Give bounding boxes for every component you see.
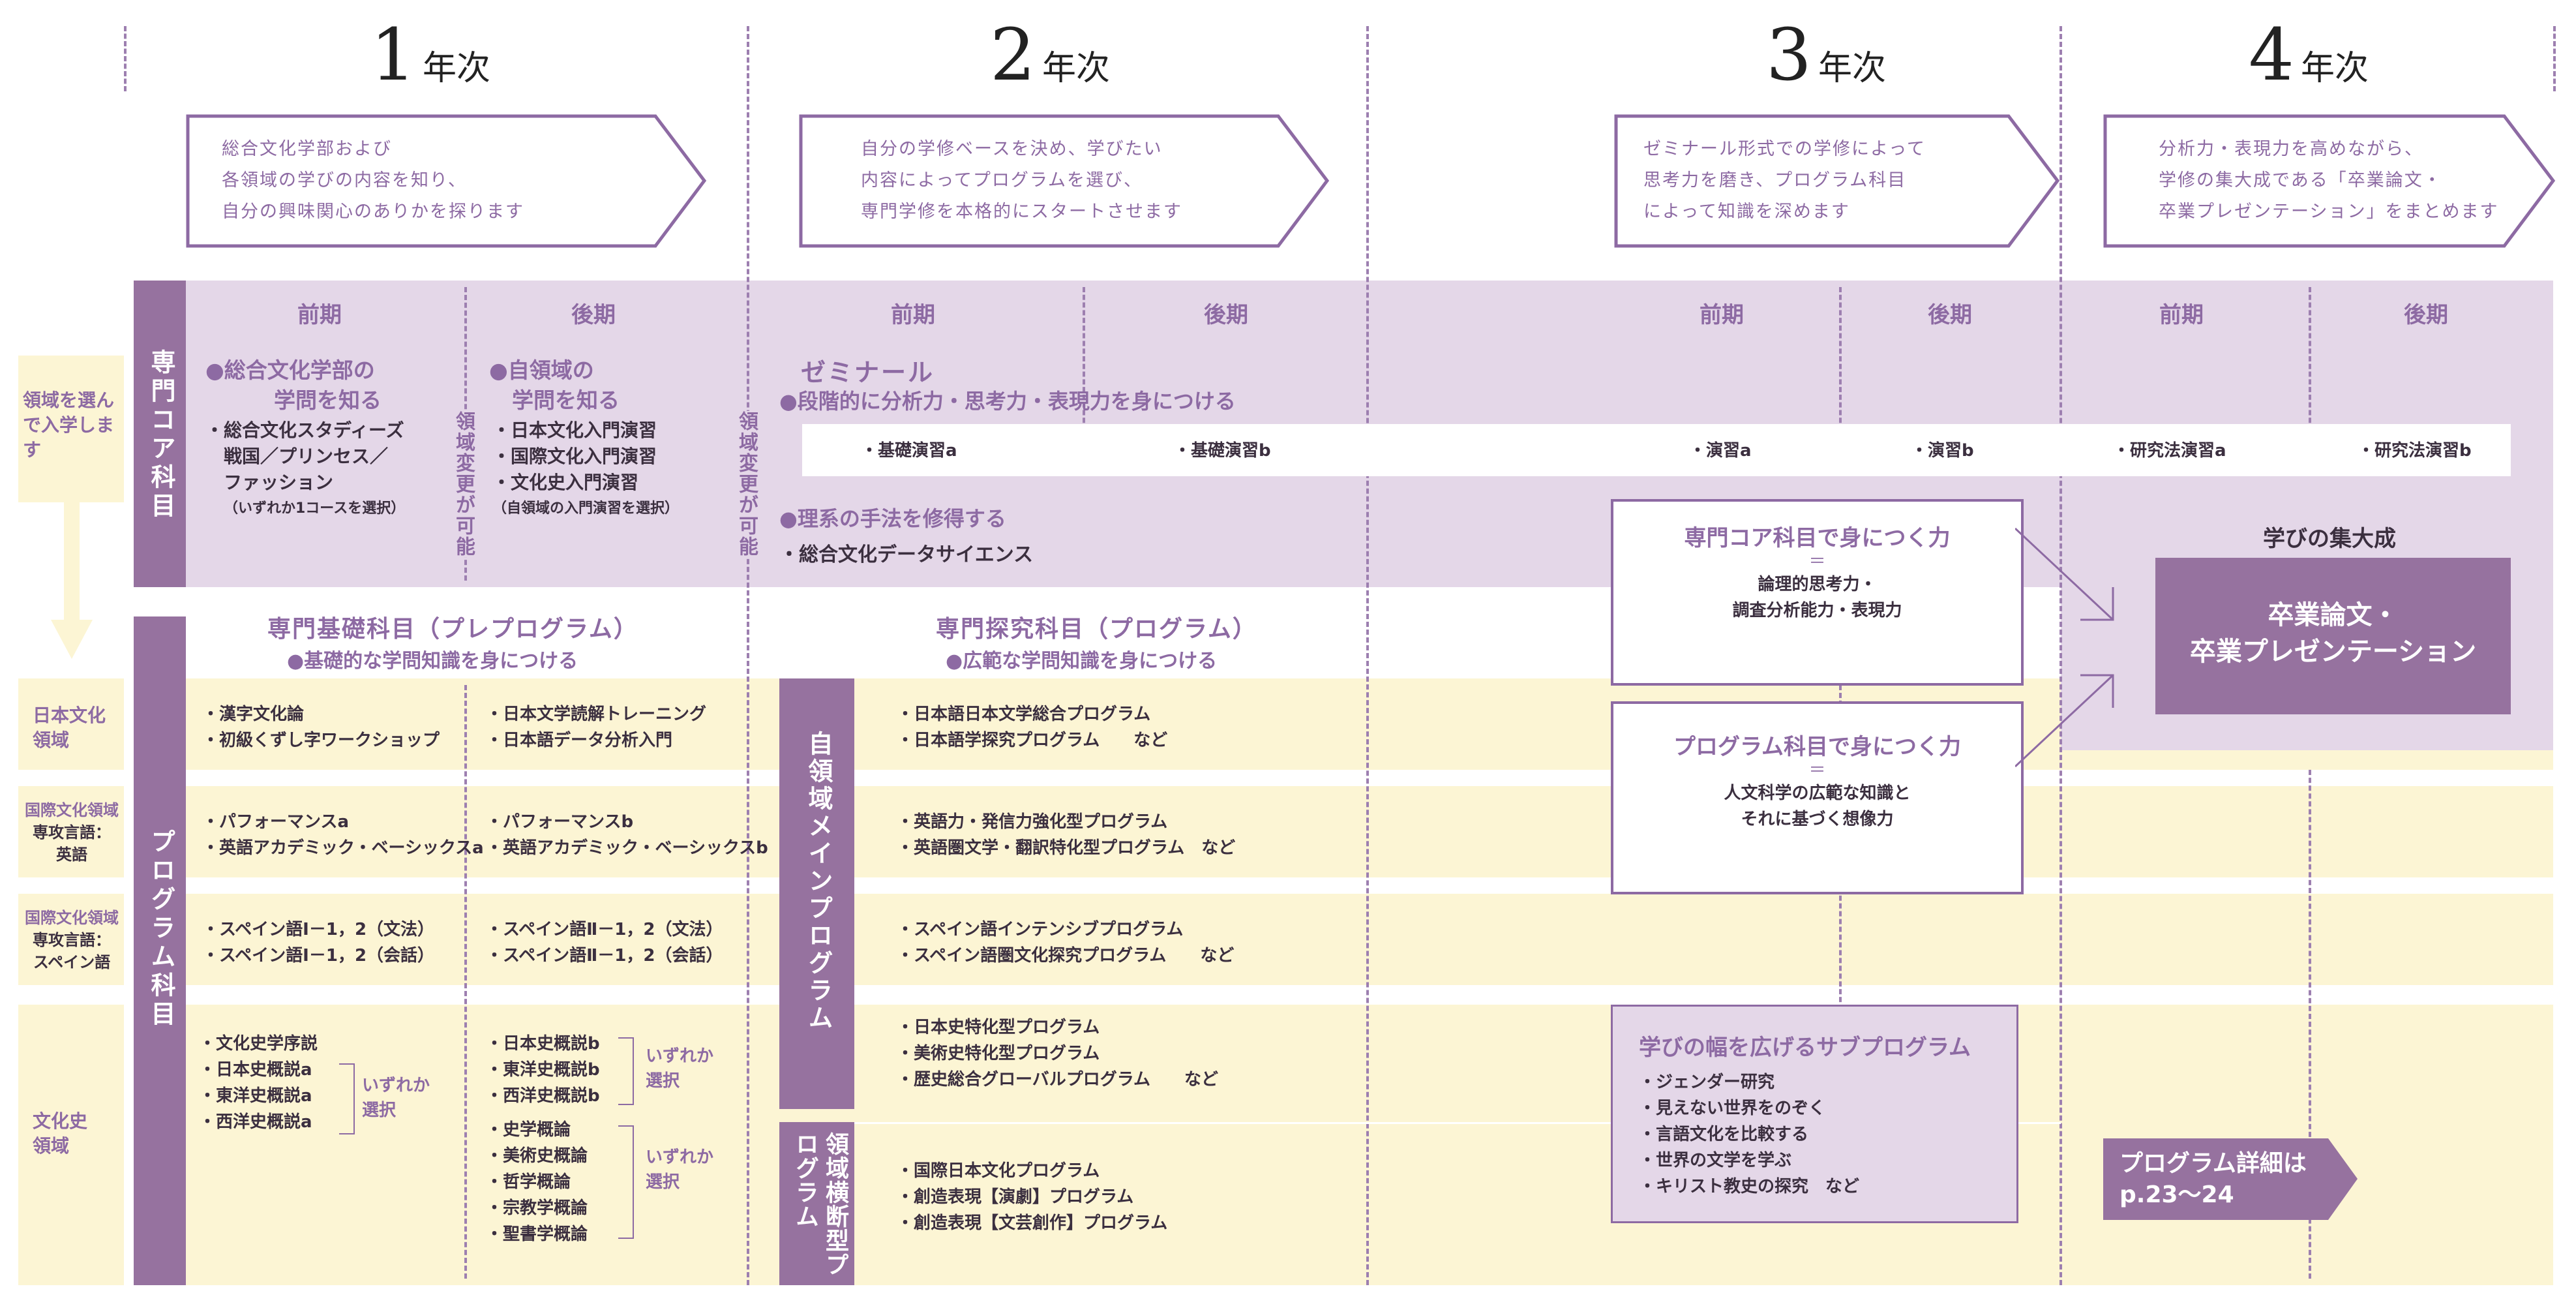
japanese-first-items: ・漢字文化論・初級くずし字ワークショップ: [202, 705, 440, 750]
program-power-box: プログラム科目で身につく力 ＝ 人文科学の広範な知識と それに基づく想像力: [1611, 701, 2024, 894]
term-divider: [1839, 287, 1842, 431]
row-label-bg-japanese: [18, 678, 124, 770]
year1-desc-arrow: 総合文化学部および各領域の学びの内容を知り、自分の興味関心のありかを探ります: [186, 114, 708, 248]
culmination-heading: 学びの集大成: [2263, 526, 2396, 552]
pre-program-sub: ●基礎的な学問知識を身につける: [287, 650, 578, 673]
divider-line: [2059, 26, 2062, 1285]
term-divider: [2309, 287, 2311, 431]
row-bg-english: [186, 786, 2553, 877]
seminar-basic-a: ・基礎演習a: [861, 441, 957, 461]
left-note-bg: [18, 356, 124, 502]
row-label-spanish: 国際文化領域 専攻言語： スペイン語: [25, 909, 119, 971]
culmination-box: 卒業論文・ 卒業プレゼンテーション: [2155, 558, 2511, 714]
term-label: 後期: [1204, 302, 1248, 328]
seminar-bar: [802, 424, 2511, 476]
core-label: 専門コア科目: [147, 349, 175, 521]
cross-program-label: 領域横断型プログラム: [792, 1132, 848, 1277]
seminar-a: ・演習a: [1689, 441, 1752, 461]
cross-program-label-wrap: 領域横断型プログラム: [788, 1132, 850, 1279]
either-bracket-3: [618, 1125, 634, 1239]
seminar-title: ゼミナール: [801, 358, 935, 387]
seminar-basic-b: ・基礎演習b: [1174, 441, 1271, 461]
term-label: 前期: [1700, 302, 1744, 328]
down-arrow-icon: [51, 502, 93, 659]
row-label-bg-english: [18, 786, 124, 877]
either-bracket-2: [618, 1037, 634, 1105]
row-label-english: 国際文化領域 専攻言語： 英語: [25, 801, 119, 864]
term-label: 前期: [297, 302, 342, 328]
term-label: 前期: [891, 302, 935, 328]
science-title: ●理系の手法を修得する: [779, 506, 1006, 531]
term-label: 後期: [571, 302, 616, 328]
english-first-items: ・パフォーマンスa・英語アカデミック・ベーシックスa: [202, 812, 484, 858]
row-bg-spanish: [186, 894, 2553, 985]
japanese-programs: ・日本語日本文学総合プログラム・日本語学探究プログラム など: [897, 705, 1168, 750]
y1-first-title: ●総合文化学部の 学問を知る: [205, 357, 382, 413]
either-choice-2: いずれか選択: [646, 1046, 714, 1091]
english-second-items: ・パフォーマンスb・英語アカデミック・ベーシックスb: [486, 812, 768, 858]
row-bg-japanese-y4: [2061, 750, 2553, 770]
connector-arrows: [2015, 527, 2114, 768]
research-seminar-a: ・研究法演習a: [2113, 441, 2226, 461]
row-label-bg-spanish: [18, 894, 124, 985]
pre-program-title: 専門基礎科目（プレプログラム）: [267, 616, 638, 643]
term-label: 前期: [2159, 302, 2204, 328]
core-power-box: 専門コア科目で身につく力 ＝ 論理的思考力・ 調査分析能力・表現力: [1611, 499, 2024, 686]
divider-line: [1366, 26, 1369, 1285]
history-second-a-items: ・日本史概説b・東洋史概説b・西洋史概説b: [486, 1034, 600, 1106]
y1-second-items: ・日本文化入門演習 ・国際文化入門演習 ・文化史入門演習 （自領域の入門演習を選…: [492, 419, 680, 517]
divider-line: [2553, 26, 2556, 91]
year4-desc-arrow: 分析力・表現力を高めながら、学修の集大成である「卒業論文・卒業プレゼンテーション…: [2103, 114, 2556, 248]
spanish-second-items: ・スペイン語Ⅱ－1，2（文法）・スペイン語Ⅱ－1，2（会話）: [486, 920, 723, 966]
row-label-japanese: 日本文化領域: [33, 705, 106, 751]
change-note-2: 領域変更が可能: [732, 411, 760, 557]
science-item: ・総合文化データサイエンス: [779, 543, 1034, 566]
own-program-bar: [779, 678, 854, 1109]
cross-program-bar: [779, 1122, 854, 1285]
core-label-bar: [134, 281, 186, 587]
history-second-b-items: ・史学概論・美術史概論 ・哲学概論・宗教学概論 ・聖書学概論: [486, 1120, 588, 1244]
year3-desc-arrow: ゼミナール形式での学修によって思考力を磨き、プログラム科目によって知識を深めます: [1614, 114, 2061, 248]
program-label: プログラム科目: [147, 829, 175, 1029]
seminar-b: ・演習b: [1911, 441, 1974, 461]
term-divider: [464, 685, 467, 1279]
spanish-first-items: ・スペイン語Ⅰ－1，2（文法）・スペイン語Ⅰ－1，2（会話）: [202, 920, 435, 966]
either-choice-3: いずれか選択: [646, 1148, 714, 1192]
history-first-items: ・文化史学序説・日本史概説a ・東洋史概説a・西洋史概説a: [199, 1034, 318, 1132]
japanese-second-items: ・日本文学読解トレーニング・日本語データ分析入門: [486, 705, 707, 750]
sub-program-box: 学びの幅を広げるサブプログラム ・ジェンダー研究 ・見えない世界をのぞく ・言語…: [1611, 1005, 2018, 1223]
own-program-label: 自領域メインプログラム: [804, 731, 833, 1032]
row-label-bg-history: [18, 1005, 124, 1285]
change-note-1: 領域変更が可能: [449, 411, 477, 557]
either-bracket-1: [339, 1063, 355, 1134]
left-note: 領域を選んで入学します: [23, 389, 115, 461]
term-label: 後期: [1928, 302, 1972, 328]
divider-line: [747, 26, 749, 1285]
program-label-bar: [134, 616, 186, 1285]
y1-second-title: ●自領域の 学問を知る: [489, 357, 620, 413]
either-choice-1: いずれか選択: [362, 1076, 430, 1120]
term-divider: [1083, 287, 1085, 431]
y1-first-items: ・総合文化スタディーズ 戦国／プリンセス／ ファッション （いずれか1コースを選…: [205, 419, 406, 517]
spanish-programs: ・スペイン語インテンシブプログラム・スペイン語圏文化探究プログラム など: [897, 920, 1235, 966]
term-divider: [2309, 770, 2311, 1279]
main-program-sub: ●広範な学問知識を身につける: [946, 650, 1218, 673]
history-programs: ・日本史特化型プログラム・美術史特化型プログラム・歴史総合グローバルプログラム …: [897, 1018, 1218, 1089]
research-seminar-b: ・研究法演習b: [2358, 441, 2472, 461]
row-label-history: 文化史領域: [33, 1110, 88, 1157]
seminar-sub: ●段階的に分析力・思考力・表現力を身につける: [779, 389, 1236, 414]
english-programs: ・英語力・発信力強化型プログラム・英語圏文学・翻訳特化型プログラム など: [897, 812, 1236, 858]
main-program-title: 専門探究科目（プログラム）: [936, 616, 1257, 643]
year2-desc-arrow: 自分の学修ベースを決め、学びたい内容によってプログラムを選び、専門学修を本格的に…: [799, 114, 1330, 248]
cross-divider: [854, 1122, 2061, 1124]
cross-programs: ・国際日本文化プログラム・創造表現【演劇】プログラム・創造表現【文芸創作】プログ…: [897, 1161, 1168, 1233]
divider-line: [124, 26, 127, 91]
term-label: 後期: [2404, 302, 2448, 328]
